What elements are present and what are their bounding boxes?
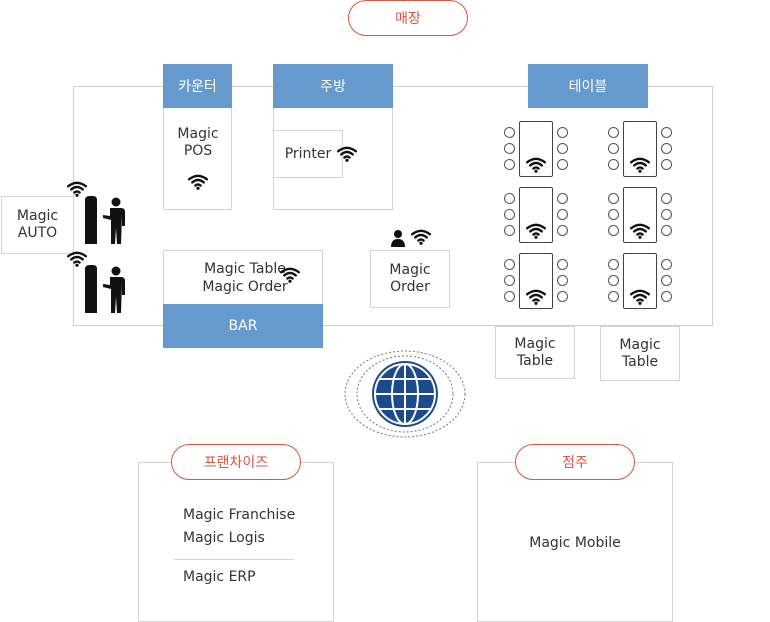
printer-box: Printer [273, 130, 343, 178]
wifi-icon [336, 146, 358, 162]
seat-icon [557, 209, 568, 220]
owner-system-label: Magic Mobile [529, 535, 621, 551]
owner-title: 점주 [515, 444, 635, 480]
seat-icon [608, 225, 619, 236]
seat-icon [608, 193, 619, 204]
bar-header: BAR [163, 304, 323, 348]
seat-icon [504, 209, 515, 220]
seat-icon [504, 225, 515, 236]
kitchen-header: 주방 [273, 64, 393, 108]
wifi-icon [410, 229, 432, 245]
seat-icon [661, 275, 672, 286]
wifi-icon [629, 289, 651, 305]
seat-icon [661, 291, 672, 302]
franchise-box [138, 462, 334, 622]
divider [174, 559, 294, 560]
printer-label: Printer [284, 145, 332, 162]
seat-icon [661, 259, 672, 270]
seat-icon [661, 143, 672, 154]
owner-box [477, 462, 673, 622]
seat-icon [557, 143, 568, 154]
seat-icon [608, 209, 619, 220]
seat-icon [608, 259, 619, 270]
seat-icon [504, 275, 515, 286]
seat-icon [608, 143, 619, 154]
seat-icon [608, 127, 619, 138]
seat-icon [557, 193, 568, 204]
store-title: 매장 [348, 0, 468, 36]
seat-icon [557, 225, 568, 236]
seat-icon [504, 291, 515, 302]
kiosk-icon [83, 196, 129, 244]
person-icon [391, 230, 405, 247]
seat-icon [504, 127, 515, 138]
kiosk-icon [83, 265, 129, 313]
seat-icon [608, 159, 619, 170]
wifi-icon [66, 181, 88, 197]
franchise-item: Magic Logis [183, 530, 265, 546]
wifi-icon [629, 223, 651, 239]
seat-icon [557, 127, 568, 138]
counter-header: 카운터 [163, 64, 232, 108]
franchise-item: Magic ERP [183, 569, 256, 585]
franchise-title: 프랜차이즈 [171, 444, 301, 480]
wifi-icon [629, 157, 651, 173]
tables-header: 테이블 [528, 64, 648, 108]
seat-icon [557, 275, 568, 286]
wifi-icon [279, 267, 301, 283]
seat-icon [608, 291, 619, 302]
seat-icon [504, 193, 515, 204]
wifi-icon [525, 157, 547, 173]
seat-icon [661, 193, 672, 204]
wifi-icon [525, 289, 547, 305]
wifi-icon [187, 174, 209, 190]
seat-icon [504, 143, 515, 154]
franchise-item: Magic Franchise [183, 507, 296, 523]
seat-icon [661, 127, 672, 138]
wifi-icon [525, 223, 547, 239]
seat-icon [504, 159, 515, 170]
seat-icon [661, 225, 672, 236]
seat-icon [608, 275, 619, 286]
globe-icon [344, 350, 466, 438]
seat-icon [557, 291, 568, 302]
seat-icon [504, 259, 515, 270]
seat-icon [661, 159, 672, 170]
seat-icon [557, 159, 568, 170]
seat-icon [557, 259, 568, 270]
seat-icon [661, 209, 672, 220]
